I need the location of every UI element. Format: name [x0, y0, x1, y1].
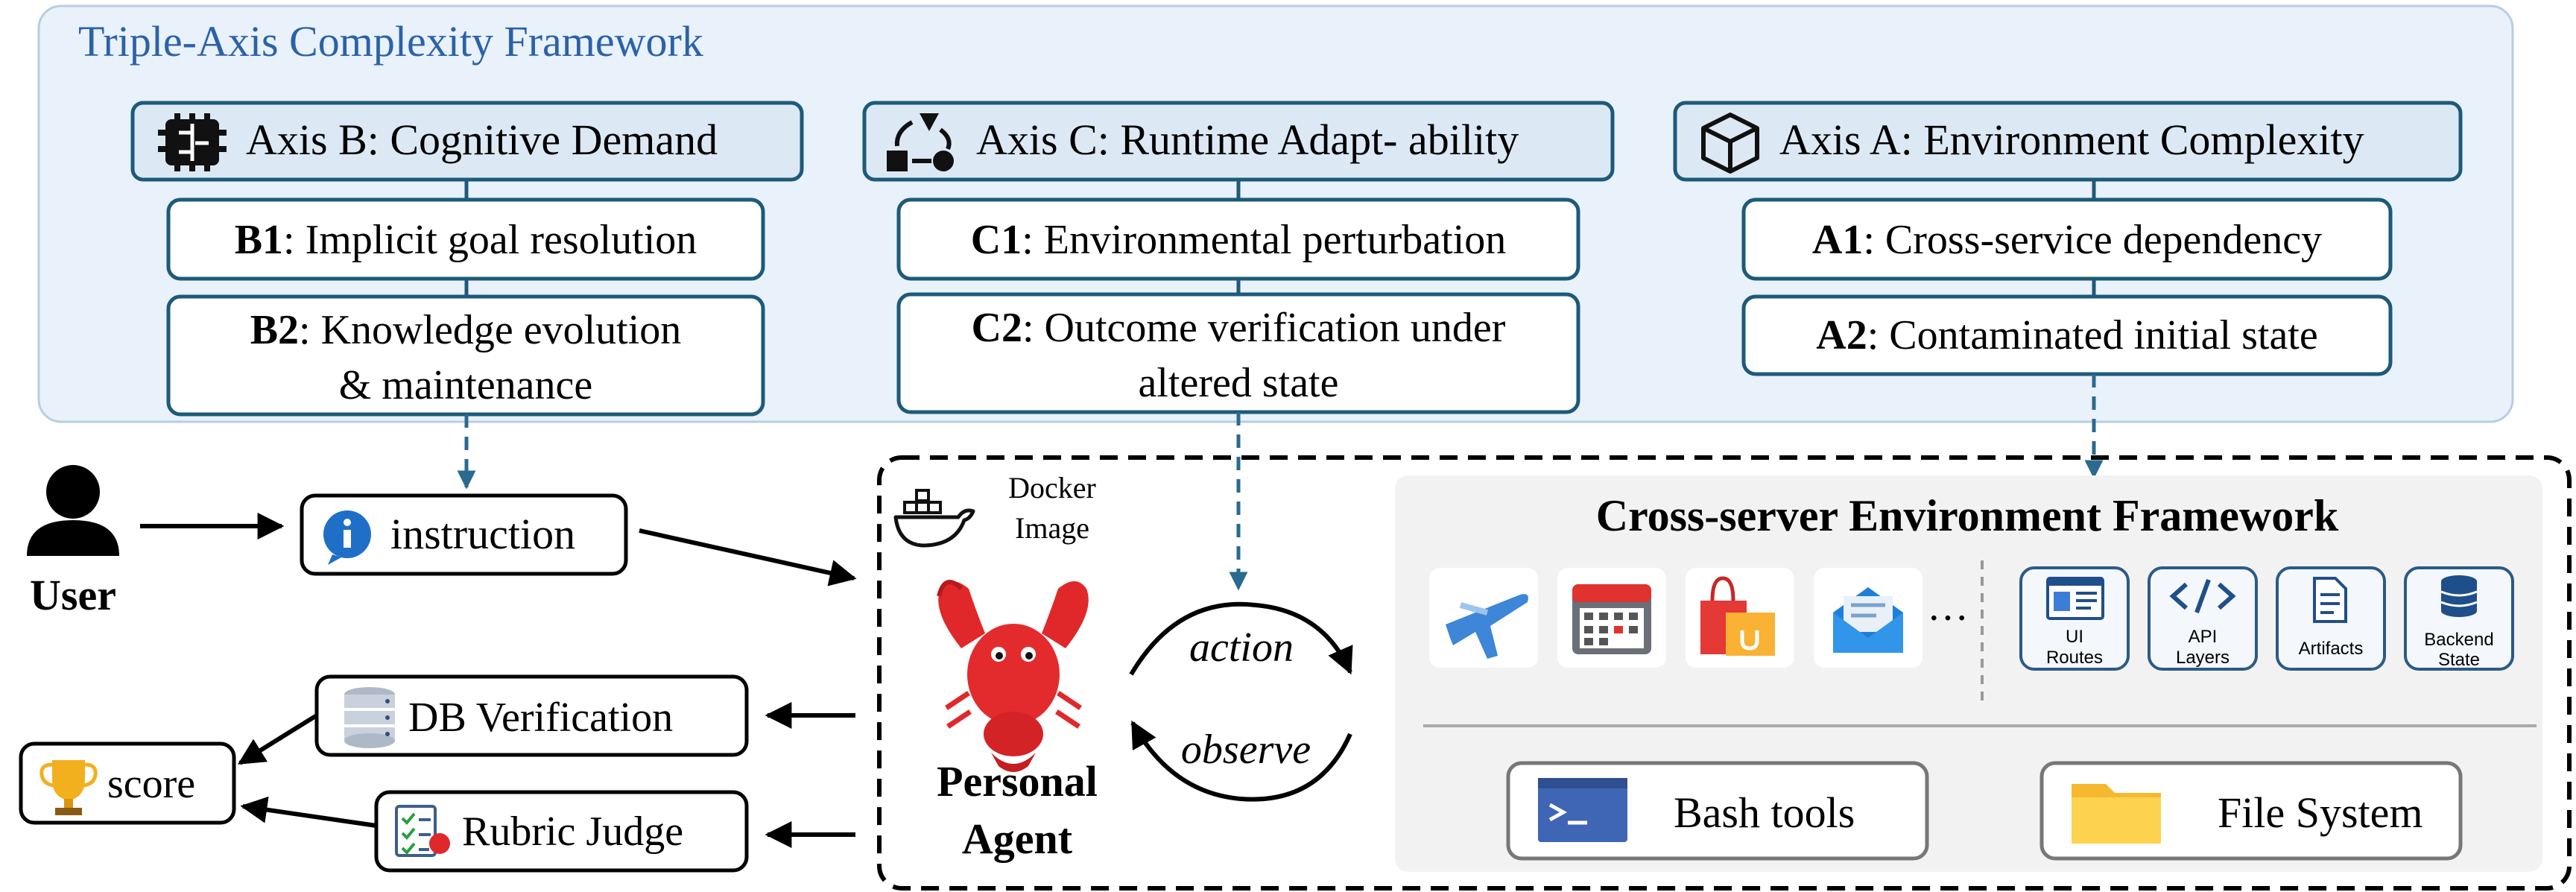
axis-a-item-1	[1741, 197, 2393, 281]
user-label: User	[30, 571, 116, 619]
db-verification-label: DB Verification	[408, 695, 673, 741]
api-layers-line1: API	[2189, 627, 2218, 647]
api-layers-component: API Layers	[2148, 566, 2258, 671]
axis-c-item-1-label: C1: Environmental perturbation	[971, 217, 1507, 263]
axis-b-title: Axis B: Cognitive Demand	[246, 116, 718, 164]
brain-icon	[158, 113, 227, 171]
document-icon	[2313, 577, 2347, 623]
axis-a-item-2-label: A2: Contaminated initial state	[1816, 312, 2317, 358]
backend-state-line2: State	[2438, 650, 2480, 670]
folder-icon	[2072, 784, 2161, 844]
user-icon	[27, 465, 119, 556]
instruction-label: instruction	[390, 510, 575, 558]
ui-routes-line1: UI	[2066, 627, 2083, 647]
axis-b-item-1-label: B1: Implicit goal resolution	[235, 217, 697, 263]
code-icon	[2169, 578, 2236, 614]
ui-routes-component: UI Routes	[2019, 566, 2130, 671]
observe-arrow	[1130, 720, 1352, 802]
docker-label-line1: Docker	[1008, 471, 1096, 504]
file-system-label: File System	[2218, 788, 2423, 837]
airplane-icon	[1429, 568, 1538, 668]
axis-c-title: Axis C: Runtime Adapt- ability	[976, 116, 1519, 164]
shopping-bag-icon	[1686, 568, 1794, 668]
agent-label-line1: Personal	[937, 757, 1098, 806]
bash-tools-label: Bash tools	[1674, 788, 1855, 837]
cycle-icon	[887, 113, 954, 171]
lobster-icon	[937, 580, 1089, 772]
env-title: Cross-server Environment Framework	[1596, 491, 2339, 540]
axis-a-item-1-label: A1: Cross-service dependency	[1812, 217, 2322, 263]
calendar-icon	[1557, 568, 1666, 668]
backend-state-component: Backend State	[2404, 566, 2514, 671]
db-to-score-arrow	[237, 713, 318, 765]
api-layers-line2: Layers	[2176, 648, 2230, 668]
trophy-icon	[39, 760, 98, 815]
axis-a-title: Axis A: Environment Complexity	[1779, 116, 2364, 164]
docker-label-line2: Image	[1015, 511, 1089, 545]
database-icon	[2440, 575, 2478, 617]
observe-label: observe	[1181, 727, 1311, 773]
axis-b-item-2-label-line2: & maintenance	[339, 362, 593, 408]
browser-window-icon	[2046, 577, 2104, 620]
framework-title: Triple-Axis Complexity Framework	[78, 17, 703, 66]
axis-a-item-2	[1741, 294, 2393, 376]
action-label: action	[1189, 624, 1294, 671]
axis-b-column: Axis B: Cognitive Demand B1: Implicit go…	[130, 101, 804, 417]
action-arrow	[1129, 601, 1353, 676]
axis-c-column: Axis C: Runtime Adapt- ability C1: Envir…	[862, 101, 1615, 414]
checklist-icon	[395, 805, 450, 857]
axis-c-item-2-label: C2: Outcome verification under	[972, 305, 1506, 351]
agent-label-line2: Agent	[962, 814, 1073, 863]
apps-ellipsis: ···	[1927, 595, 1969, 642]
rubric-to-score-arrow	[240, 796, 377, 828]
mail-icon	[1814, 568, 1922, 668]
ui-routes-line2: Routes	[2046, 648, 2103, 668]
database-stack-icon	[344, 687, 395, 748]
axis-c-item-2-label-line2: altered state	[1139, 360, 1339, 406]
info-icon	[323, 510, 371, 565]
backend-state-line1: Backend	[2424, 630, 2493, 650]
cube-icon	[1701, 113, 1759, 174]
axis-a-column: Axis A: Environment Complexity A1: Cross…	[1673, 101, 2463, 376]
axis-b-item-2-label: B2: Knowledge evolution	[250, 307, 682, 353]
instruction-to-agent-arrow	[639, 528, 857, 586]
artifacts-line1: Artifacts	[2299, 639, 2364, 659]
axis-a-header	[1673, 101, 2463, 182]
artifacts-component: Artifacts	[2276, 566, 2386, 671]
docker-container	[877, 455, 2572, 891]
score-label: score	[107, 761, 195, 807]
docker-whale-icon	[893, 489, 975, 548]
rubric-judge-label: Rubric Judge	[462, 809, 683, 855]
instruction-box	[300, 493, 628, 576]
terminal-icon	[1538, 778, 1627, 842]
rubric-judge-box	[374, 790, 749, 873]
